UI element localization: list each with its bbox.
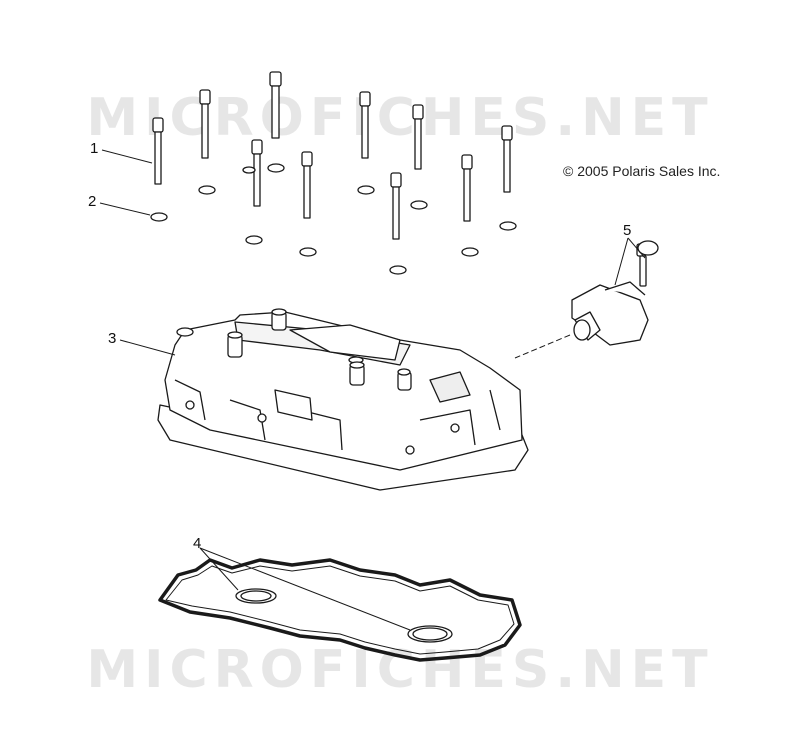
bolt [412, 104, 424, 170]
washer-group [150, 163, 517, 275]
washer [461, 247, 479, 257]
gasket [158, 558, 522, 662]
bolt-group [152, 71, 513, 240]
bolt [461, 154, 473, 222]
bolt [199, 89, 211, 159]
valve-cover [157, 308, 529, 491]
bolt [152, 117, 164, 185]
washer [150, 212, 168, 222]
bolt [269, 71, 282, 139]
washer [499, 221, 517, 231]
callout-1: 1 [90, 140, 99, 157]
bolt [359, 91, 371, 159]
leader-line-5b [627, 237, 646, 259]
leader-line-5a [614, 237, 629, 286]
bolt [501, 125, 513, 193]
sensor-mount-line [514, 334, 571, 359]
washer [357, 185, 375, 195]
leader-line-3 [119, 339, 176, 356]
callout-3: 3 [108, 330, 117, 347]
washer [245, 235, 263, 245]
callout-4: 4 [193, 535, 202, 552]
leader-line-2 [99, 202, 151, 216]
copyright-notice: © 2005 Polaris Sales Inc. [563, 163, 721, 179]
bolt [301, 151, 313, 219]
leader-line-4a [199, 547, 239, 591]
bolt [390, 172, 402, 240]
washer [299, 247, 317, 257]
washer [389, 265, 407, 275]
bolt [251, 139, 263, 207]
washer [198, 185, 216, 195]
callout-2: 2 [88, 193, 97, 210]
washer [242, 166, 256, 174]
leader-line-1 [101, 149, 153, 164]
callout-5: 5 [623, 222, 632, 239]
sensor [571, 240, 659, 346]
washer [267, 163, 285, 173]
washer [410, 200, 428, 210]
leader-line-4b [199, 547, 411, 631]
